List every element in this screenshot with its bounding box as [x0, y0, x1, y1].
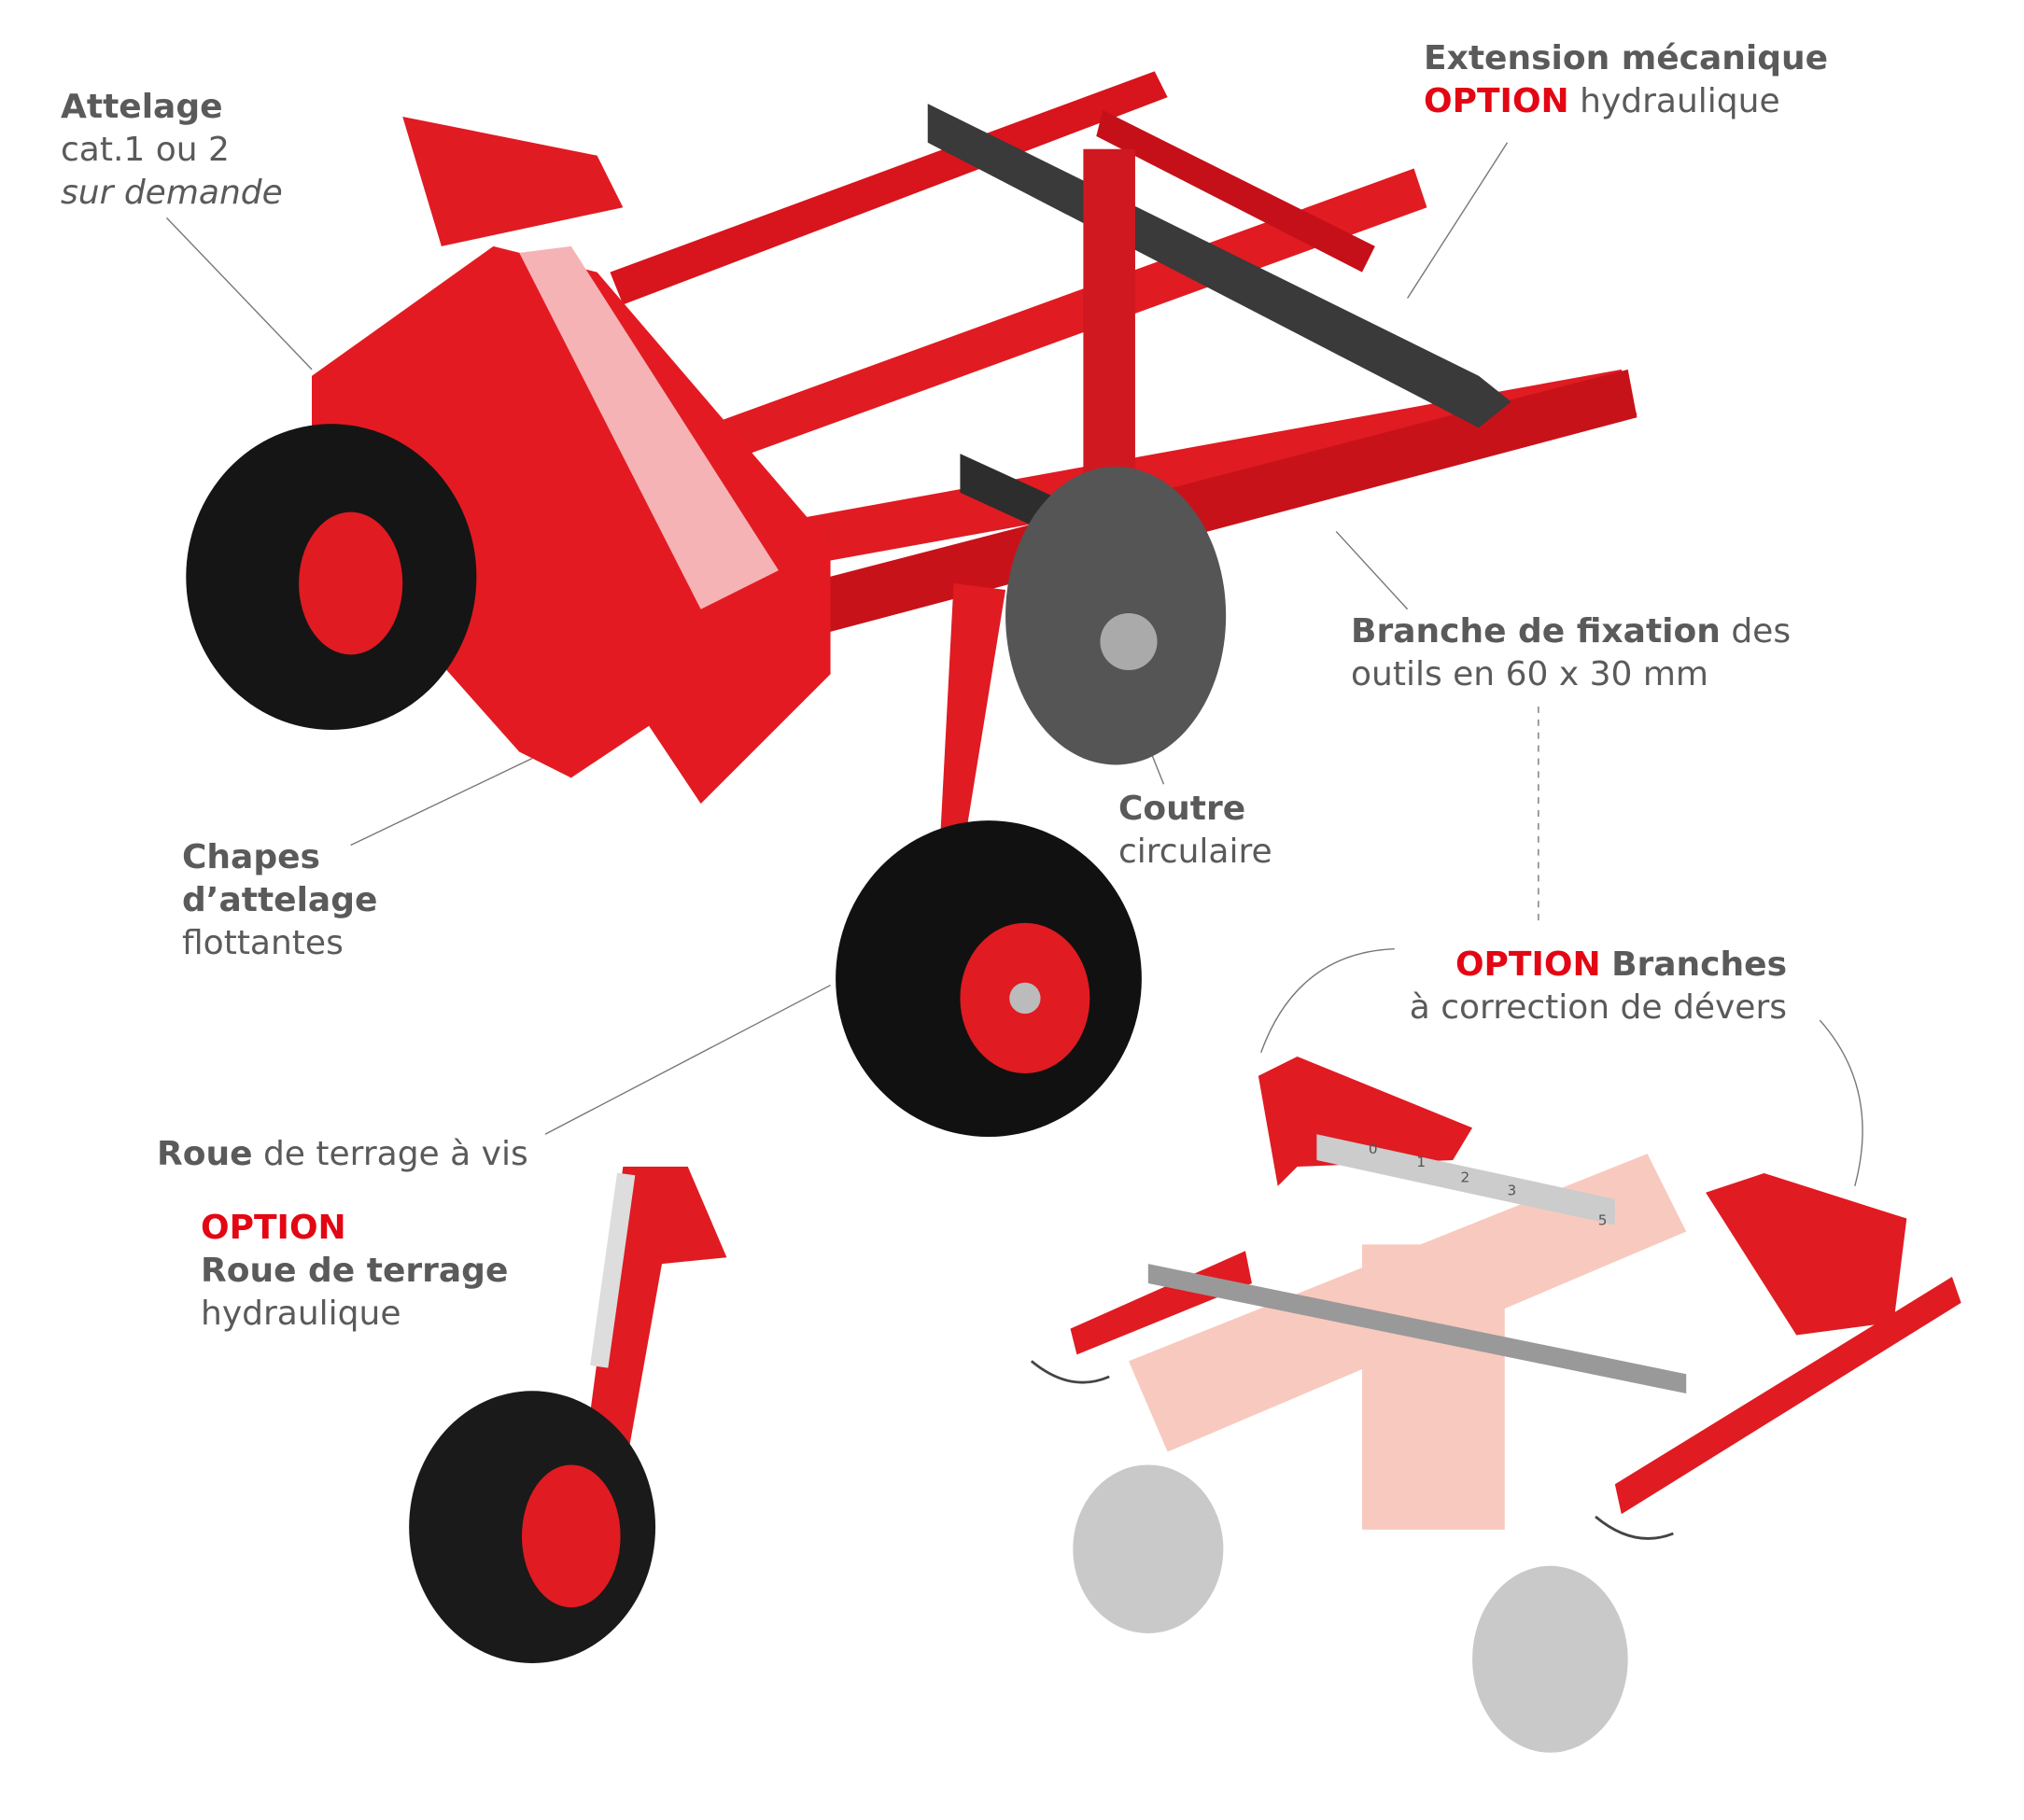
leader-chapes	[350, 757, 533, 847]
rotation-arrow-right	[1595, 1515, 1674, 1540]
label-option-branches: OPTION Branches à correction de dévers	[1395, 944, 1787, 1029]
roue-hydraulique-subtitle: hydraulique	[201, 1295, 401, 1333]
branches-title: Branches	[1611, 945, 1787, 984]
label-roue-vis: Roue de terrage à vis	[157, 1133, 528, 1176]
wheel-front	[836, 583, 1142, 1138]
label-branche: Branche de fixation des outils en 60 x 3…	[1351, 610, 1791, 696]
roue-hydraulique-title: Roue de terrage	[201, 1252, 509, 1290]
label-roue-hydraulique: OPTION Roue de terrage hydraulique	[201, 1207, 508, 1336]
scale-tick-5: 5	[1598, 1212, 1608, 1229]
label-chapes: Chapes d’attelage flottantes	[182, 836, 377, 965]
roue-vis-rest: de terrage à vis	[262, 1135, 528, 1173]
attelage-title: Attelage	[61, 88, 223, 126]
branche-dimensions: outils en 60 x 30 mm	[1351, 655, 1708, 693]
hydraulic-wheel	[409, 1167, 727, 1663]
scale-tick-1: 1	[1416, 1154, 1426, 1170]
label-coutre: Coutre circulaire	[1118, 788, 1272, 874]
option-branches-illustration: 0 1 2 3 5	[1070, 1056, 1961, 1753]
roue-option-badge: OPTION	[201, 1209, 346, 1247]
branches-subtitle: à correction de dévers	[1409, 988, 1787, 1027]
leader-attelage	[165, 217, 313, 371]
scale-tick-0: 0	[1369, 1141, 1378, 1157]
chapes-title-1: Chapes	[182, 838, 320, 876]
attelage-category: cat.1 ou 2	[61, 131, 230, 169]
scale-tick-3: 3	[1508, 1183, 1517, 1199]
branche-rest: des	[1731, 612, 1792, 651]
leader-roue	[544, 984, 831, 1135]
roue-vis-title: Roue	[157, 1135, 253, 1173]
rotation-arrow-left	[1030, 1360, 1110, 1384]
branches-option-badge: OPTION	[1455, 945, 1601, 984]
extension-title: Extension mécanique	[1424, 39, 1829, 77]
branche-title: Branche de fixation	[1351, 612, 1721, 651]
label-extension: Extension mécanique OPTION hydraulique	[1424, 37, 1828, 123]
chapes-title-2: d’attelage	[182, 881, 378, 919]
scale-tick-2: 2	[1461, 1169, 1470, 1186]
extension-option-badge: OPTION	[1424, 82, 1569, 120]
extension-option-text: hydraulique	[1580, 82, 1780, 120]
label-attelage: Attelage cat.1 ou 2 sur demande	[61, 86, 283, 215]
coutre-subtitle: circulaire	[1118, 833, 1272, 871]
curved-arrow-right	[1819, 1019, 1863, 1187]
leader-lines	[165, 142, 1863, 1540]
leader-branche	[1335, 530, 1409, 610]
coulter-disc	[1005, 467, 1227, 765]
chapes-subtitle: flottantes	[182, 924, 344, 962]
attelage-note: sur demande	[61, 174, 283, 212]
curved-arrow-left	[1260, 947, 1395, 1054]
leader-extension	[1407, 142, 1509, 299]
coutre-title: Coutre	[1118, 790, 1246, 828]
wheel-left	[186, 424, 477, 730]
